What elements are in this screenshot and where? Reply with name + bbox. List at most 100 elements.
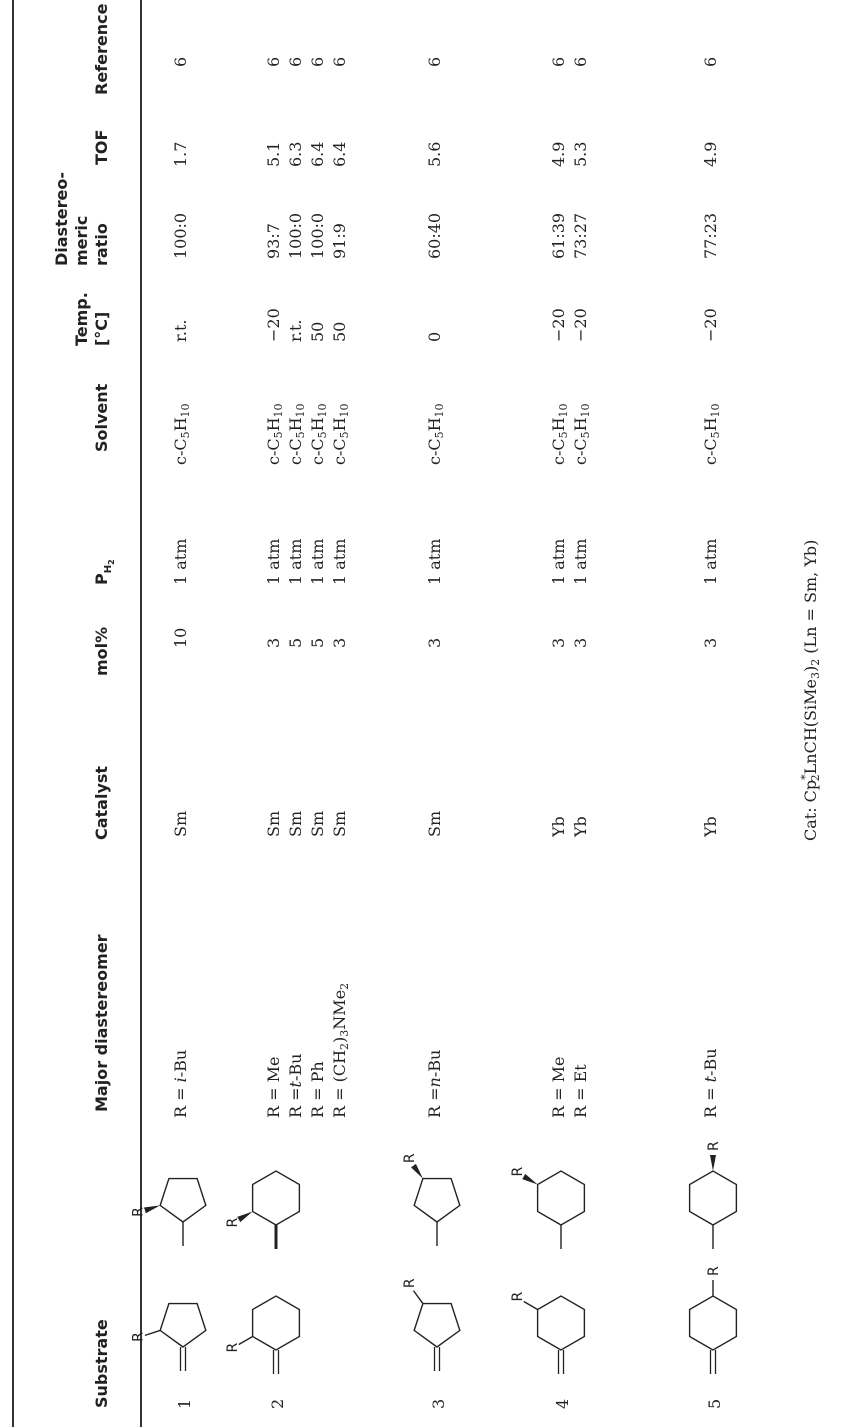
catalyst-footnote: Cat: Cp*2LnCH(SiMe3)2 (Ln = Sm, Yb) <box>799 539 822 841</box>
substrate-structure: R <box>222 1237 322 1387</box>
wedge-bond <box>522 1173 538 1185</box>
cell-solv: c-C5H10 <box>571 403 592 465</box>
cell-ratio: 91:9 <box>330 223 349 259</box>
r-group-label: R <box>130 1207 146 1217</box>
cell-r: R = Ph <box>308 1061 327 1118</box>
substrate-structure: R <box>129 1237 229 1387</box>
header-reference: Reference <box>92 3 111 95</box>
header-mol-percent: mol% <box>92 626 111 676</box>
cell-temp: 50 <box>330 321 349 342</box>
cell-ref: 6 <box>571 56 590 67</box>
wedge-bond <box>237 1211 253 1223</box>
r-group-label: R <box>225 1343 241 1353</box>
cell-p: 1 atm <box>308 538 327 585</box>
cell-r: R = Et <box>571 1064 590 1118</box>
cell-mol: 10 <box>171 627 190 648</box>
cell-cat: Sm <box>425 810 444 837</box>
cell-ratio: 100:0 <box>171 212 190 259</box>
header-tof: TOF <box>92 129 111 165</box>
r-group-label: R <box>225 1218 241 1228</box>
product-ring <box>413 1177 461 1223</box>
cell-mol: 3 <box>425 637 444 648</box>
cell-p: 1 atm <box>330 538 349 585</box>
cell-r: R = Me <box>549 1056 568 1118</box>
cell-solv: c-C5H10 <box>330 403 351 465</box>
cell-ratio: 77:23 <box>701 212 720 259</box>
substrate-structure: R <box>507 1237 607 1387</box>
substrate-ring <box>536 1295 586 1351</box>
major-diastereomer-structure: R <box>383 1112 483 1262</box>
cell-r: R = Me <box>264 1056 283 1118</box>
top-rule <box>12 0 14 1427</box>
cell-ratio: 93:7 <box>264 223 283 259</box>
substrate-number: 1 <box>175 1398 194 1409</box>
major-diastereomer-structure: R <box>659 1112 759 1262</box>
product-ring <box>536 1170 586 1226</box>
cell-mol: 3 <box>549 637 568 648</box>
cell-ref: 6 <box>264 56 283 67</box>
cell-tof: 4.9 <box>701 141 720 167</box>
cell-mol: 3 <box>571 637 590 648</box>
cell-mol: 3 <box>701 637 720 648</box>
cell-ratio: 100:0 <box>308 212 327 259</box>
header-pressure: PH2 <box>92 559 116 585</box>
r-group-label: R <box>402 1278 418 1288</box>
substituent-bond <box>144 1329 161 1337</box>
r-group-label: R <box>402 1153 418 1163</box>
cell-tof: 6.4 <box>308 141 327 167</box>
substrate-number: 3 <box>429 1398 448 1409</box>
cell-p: 1 atm <box>264 538 283 585</box>
major-diastereomer-structure: R <box>507 1112 607 1262</box>
cell-p: 1 atm <box>171 538 190 585</box>
r-group-label: R <box>706 1266 722 1276</box>
substituent-bond <box>238 1335 253 1346</box>
cell-solv: c-C5H10 <box>701 403 722 465</box>
product-ring <box>688 1170 738 1226</box>
cell-cat: Sm <box>264 810 283 837</box>
cell-cat: Sm <box>308 810 327 837</box>
cell-mol: 5 <box>308 637 327 648</box>
cell-ratio: 61:39 <box>549 212 568 259</box>
major-diastereomer-structure: R <box>222 1112 322 1262</box>
cell-temp: −20 <box>549 308 568 342</box>
wedge-bond <box>411 1163 423 1179</box>
substituent-bond <box>412 1290 424 1304</box>
cell-tof: 1.7 <box>171 141 190 167</box>
cell-mol: 3 <box>264 637 283 648</box>
cell-mol: 3 <box>330 637 349 648</box>
cell-ref: 6 <box>549 56 568 67</box>
cell-p: 1 atm <box>286 538 305 585</box>
cell-p: 1 atm <box>425 538 444 585</box>
header-temp: Temp.[°C] <box>72 292 111 346</box>
cell-tof: 5.1 <box>264 141 283 167</box>
header-solvent: Solvent <box>92 383 111 452</box>
cell-tof: 4.9 <box>549 141 568 167</box>
cell-temp: 50 <box>308 321 327 342</box>
product-ring <box>159 1177 207 1223</box>
substrate-ring <box>413 1302 461 1348</box>
product-ring <box>251 1170 301 1226</box>
substrate-number: 2 <box>268 1398 287 1409</box>
cell-ref: 6 <box>330 56 349 67</box>
major-diastereomer-structure: R <box>129 1112 229 1262</box>
r-group-label: R <box>130 1332 146 1342</box>
substrate-ring <box>688 1295 738 1351</box>
cell-temp: r.t. <box>171 319 190 343</box>
cell-r: R = t-Bu <box>701 1048 720 1118</box>
cell-solv: c-C5H10 <box>171 403 192 465</box>
header-substrate: Substrate <box>92 1319 111 1408</box>
cell-ratio: 60:40 <box>425 212 444 259</box>
cell-ratio: 100:0 <box>286 212 305 259</box>
cell-r: R = i-Bu <box>171 1049 190 1118</box>
cell-cat: Yb <box>571 816 590 837</box>
cell-temp: −20 <box>701 308 720 342</box>
cell-ref: 6 <box>308 56 327 67</box>
cell-ref: 6 <box>701 56 720 67</box>
substrate-ring <box>159 1302 207 1348</box>
cell-p: 1 atm <box>571 538 590 585</box>
cell-tof: 5.6 <box>425 141 444 167</box>
substrate-structure: R <box>383 1237 483 1387</box>
r-group-label: R <box>706 1141 722 1151</box>
cell-cat: Sm <box>171 810 190 837</box>
wedge-bond <box>144 1205 161 1214</box>
